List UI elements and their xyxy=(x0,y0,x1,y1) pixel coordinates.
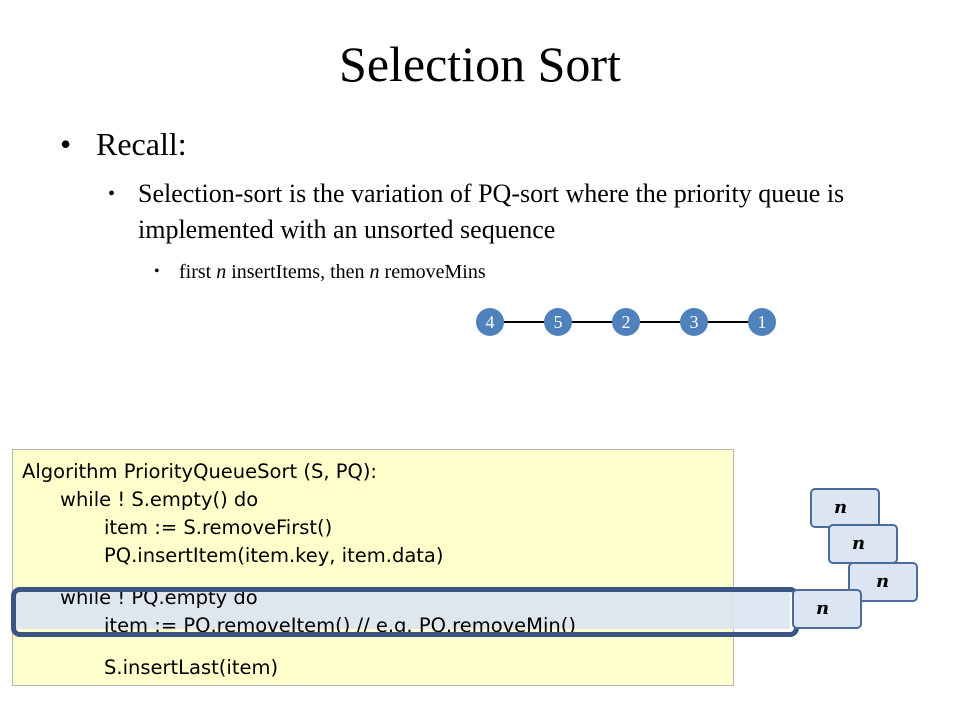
operations-text-part: removeMins xyxy=(379,261,486,283)
sequence-node xyxy=(476,308,504,336)
bullet-operations-text: first n insertItems, then n removeMins xyxy=(179,258,486,286)
operations-text-part: first xyxy=(179,261,217,283)
sequence-node-label: 1 xyxy=(757,312,767,332)
code-line-2: while ! S.empty() do xyxy=(60,488,259,511)
sequence-node xyxy=(544,308,572,336)
code-line-3: item := S.removeFirst() xyxy=(104,516,333,539)
sequence-diagram: 4 5 2 3 1 xyxy=(460,300,780,344)
code-block xyxy=(12,449,734,686)
bullet-dot: • xyxy=(108,183,116,205)
code-line-1: Algorithm PriorityQueueSort (S, PQ): xyxy=(22,460,377,483)
code-line-7: S.insertLast(item) xyxy=(104,656,279,679)
variable-n: n xyxy=(369,261,380,283)
complexity-label: n xyxy=(834,497,848,518)
complexity-box-4: n xyxy=(792,589,862,629)
bullet-definition-text: Selection-sort is the variation of PQ-so… xyxy=(138,179,845,244)
bullet-dot: • xyxy=(154,263,160,280)
highlight-fill xyxy=(14,589,790,629)
code-line-4: PQ.insertItem(item.key, item.data) xyxy=(104,544,444,567)
sequence-node-label: 4 xyxy=(485,312,495,332)
highlight-frame xyxy=(11,587,799,637)
sequence-node xyxy=(748,308,776,336)
complexity-label: n xyxy=(852,533,866,554)
bullet-recall-text: Recall: xyxy=(96,126,187,162)
slide-title: Selection Sort xyxy=(339,36,621,92)
bullet-dot: • xyxy=(60,126,72,162)
sequence-node-label: 3 xyxy=(689,312,699,332)
operations-text-part: insertItems, then xyxy=(226,261,370,283)
sequence-node xyxy=(680,308,708,336)
sequence-node-label: 5 xyxy=(553,312,563,332)
sequence-diagram-svg xyxy=(476,308,776,336)
sequence-node-label: 2 xyxy=(621,312,631,332)
complexity-box-1: n xyxy=(810,488,880,528)
complexity-box-2: n xyxy=(828,524,898,564)
sequence-node xyxy=(612,308,640,336)
variable-n: n xyxy=(216,261,227,283)
complexity-label: n xyxy=(876,571,890,592)
complexity-label: n xyxy=(816,598,830,619)
code-line-6: item := PQ.removeItem() // e.g. PQ.remov… xyxy=(104,614,576,637)
